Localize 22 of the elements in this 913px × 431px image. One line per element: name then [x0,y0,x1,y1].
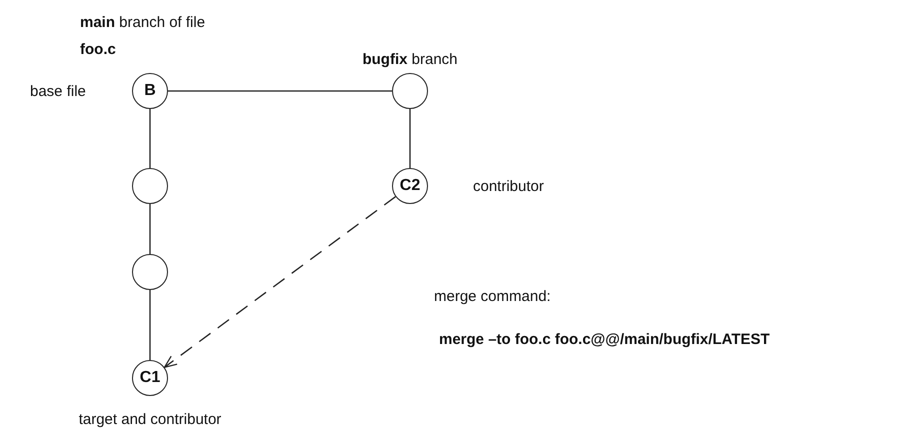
connector-line [149,204,151,254]
node-caption: main branch of file foo.c [80,13,206,60]
version-label: B [144,82,156,100]
version-circle [392,168,428,204]
connector-line [409,109,411,168]
version-label: C1 [140,369,160,387]
command-text: merge –to foo.c foo.c@@/main/bugfix/LATEST [439,331,770,348]
empty-version-circle [392,73,428,109]
connector-line [149,290,151,360]
empty-version-circle [132,254,168,290]
version-label: C2 [400,177,420,195]
node-caption: contributor [473,177,544,197]
connector-line [168,90,392,92]
node-caption: target and contributor [78,410,222,430]
version-circle [132,360,168,396]
connector-line [149,109,151,168]
node-caption: base file [30,82,86,102]
empty-version-circle [132,168,168,204]
version-circle [132,73,168,109]
node-caption: bugfix branch [361,50,459,70]
note-text: merge command: [434,288,551,305]
dashed-arrow [164,196,396,368]
